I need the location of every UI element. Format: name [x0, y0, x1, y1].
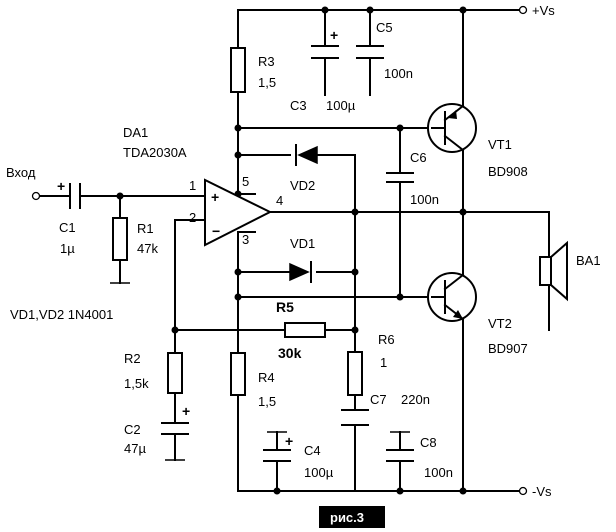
input-label: Вход: [6, 165, 36, 180]
c4-ref: C4: [304, 443, 321, 458]
vd2-ref: VD2: [290, 178, 315, 193]
c3-value: 100µ: [326, 98, 356, 113]
diode-vd1: VD1: [289, 236, 315, 283]
opamp-plus-sign: +: [211, 189, 219, 205]
supply-positive-label: +Vs: [532, 3, 555, 18]
capacitor-c3: + C3 100µ: [290, 27, 356, 113]
vt1-type: BD908: [488, 164, 528, 179]
diode-vd2: VD2: [290, 144, 318, 193]
input-terminal: Вход: [6, 165, 41, 201]
r1-ref: R1: [137, 221, 154, 236]
pin-3-label: 3: [242, 232, 249, 247]
opamp-da1: + − DA1 TDA2030A 1 2 5 3 4: [123, 125, 283, 247]
r4-value: 1,5: [258, 394, 276, 409]
capacitor-c7: C7 220n: [341, 392, 430, 426]
r5-ref: R5: [276, 299, 294, 315]
c6-value: 100n: [410, 192, 439, 207]
r3-ref: R3: [258, 54, 275, 69]
speaker-ba1: BA1: [539, 240, 601, 302]
ic-ref: DA1: [123, 125, 148, 140]
pin-4-label: 4: [276, 193, 283, 208]
r5-value: 30k: [278, 345, 302, 361]
c2-value: 47µ: [124, 441, 146, 456]
c3-ref: C3: [290, 98, 307, 113]
c4-polarity: +: [285, 433, 293, 449]
capacitor-c8: C8 100n: [386, 435, 453, 480]
supply-terminal-positive: +Vs: [462, 3, 555, 18]
resistor-r6: R6 1: [347, 332, 395, 396]
vd1-ref: VD1: [290, 236, 315, 251]
supply-negative-label: -Vs: [532, 484, 552, 499]
r2-value: 1,5k: [124, 376, 149, 391]
r2-ref: R2: [124, 351, 141, 366]
opamp-minus-sign: −: [212, 223, 220, 239]
c5-value: 100n: [384, 66, 413, 81]
pin-1-label: 1: [189, 178, 196, 193]
c8-value: 100n: [424, 465, 453, 480]
resistor-r3: R3 1,5: [230, 47, 276, 93]
capacitor-c2: + C2 47µ: [124, 403, 190, 456]
capacitor-c5: C5 100n: [356, 20, 413, 81]
vt2-type: BD907: [488, 341, 528, 356]
capacitor-c6: C6 100n: [386, 150, 439, 207]
resistor-r5: R5 30k: [276, 299, 326, 361]
c4-value: 100µ: [304, 465, 334, 480]
vt1-ref: VT1: [488, 137, 512, 152]
transistor-vt1: VT1 BD908: [427, 103, 528, 179]
resistor-r2: R2 1,5k: [124, 351, 183, 394]
c1-value: 1µ: [60, 241, 75, 256]
pin-2-label: 2: [189, 210, 196, 225]
c7-value: 220n: [401, 392, 430, 407]
vt2-ref: VT2: [488, 316, 512, 331]
diode-note: VD1,VD2 1N4001: [10, 307, 113, 322]
r6-ref: R6: [378, 332, 395, 347]
ic-type: TDA2030A: [123, 145, 187, 160]
capacitor-c1: + C1 1µ: [57, 178, 81, 256]
resistor-r1: R1 47k: [112, 217, 158, 261]
r4-ref: R4: [258, 370, 275, 385]
c5-ref: C5: [376, 20, 393, 35]
r3-value: 1,5: [258, 75, 276, 90]
r6-value: 1: [380, 355, 387, 370]
c6-ref: C6: [410, 150, 427, 165]
c1-polarity: +: [57, 178, 65, 194]
figure-caption: рис.3: [319, 506, 385, 528]
c2-ref: C2: [124, 422, 141, 437]
c7-ref: C7: [370, 392, 387, 407]
ba1-ref: BA1: [576, 253, 601, 268]
capacitor-c4: + C4 100µ: [263, 433, 334, 480]
c3-polarity: +: [330, 27, 338, 43]
figure-label: рис.3: [330, 510, 364, 525]
c1-ref: C1: [59, 220, 76, 235]
resistor-r4: R4 1,5: [230, 352, 276, 409]
c8-ref: C8: [420, 435, 437, 450]
pin-5-label: 5: [242, 174, 249, 189]
c2-polarity: +: [182, 403, 190, 419]
supply-terminal-negative: -Vs: [518, 484, 552, 499]
transistor-vt2: VT2 BD907: [427, 272, 528, 356]
r1-value: 47k: [137, 241, 158, 256]
